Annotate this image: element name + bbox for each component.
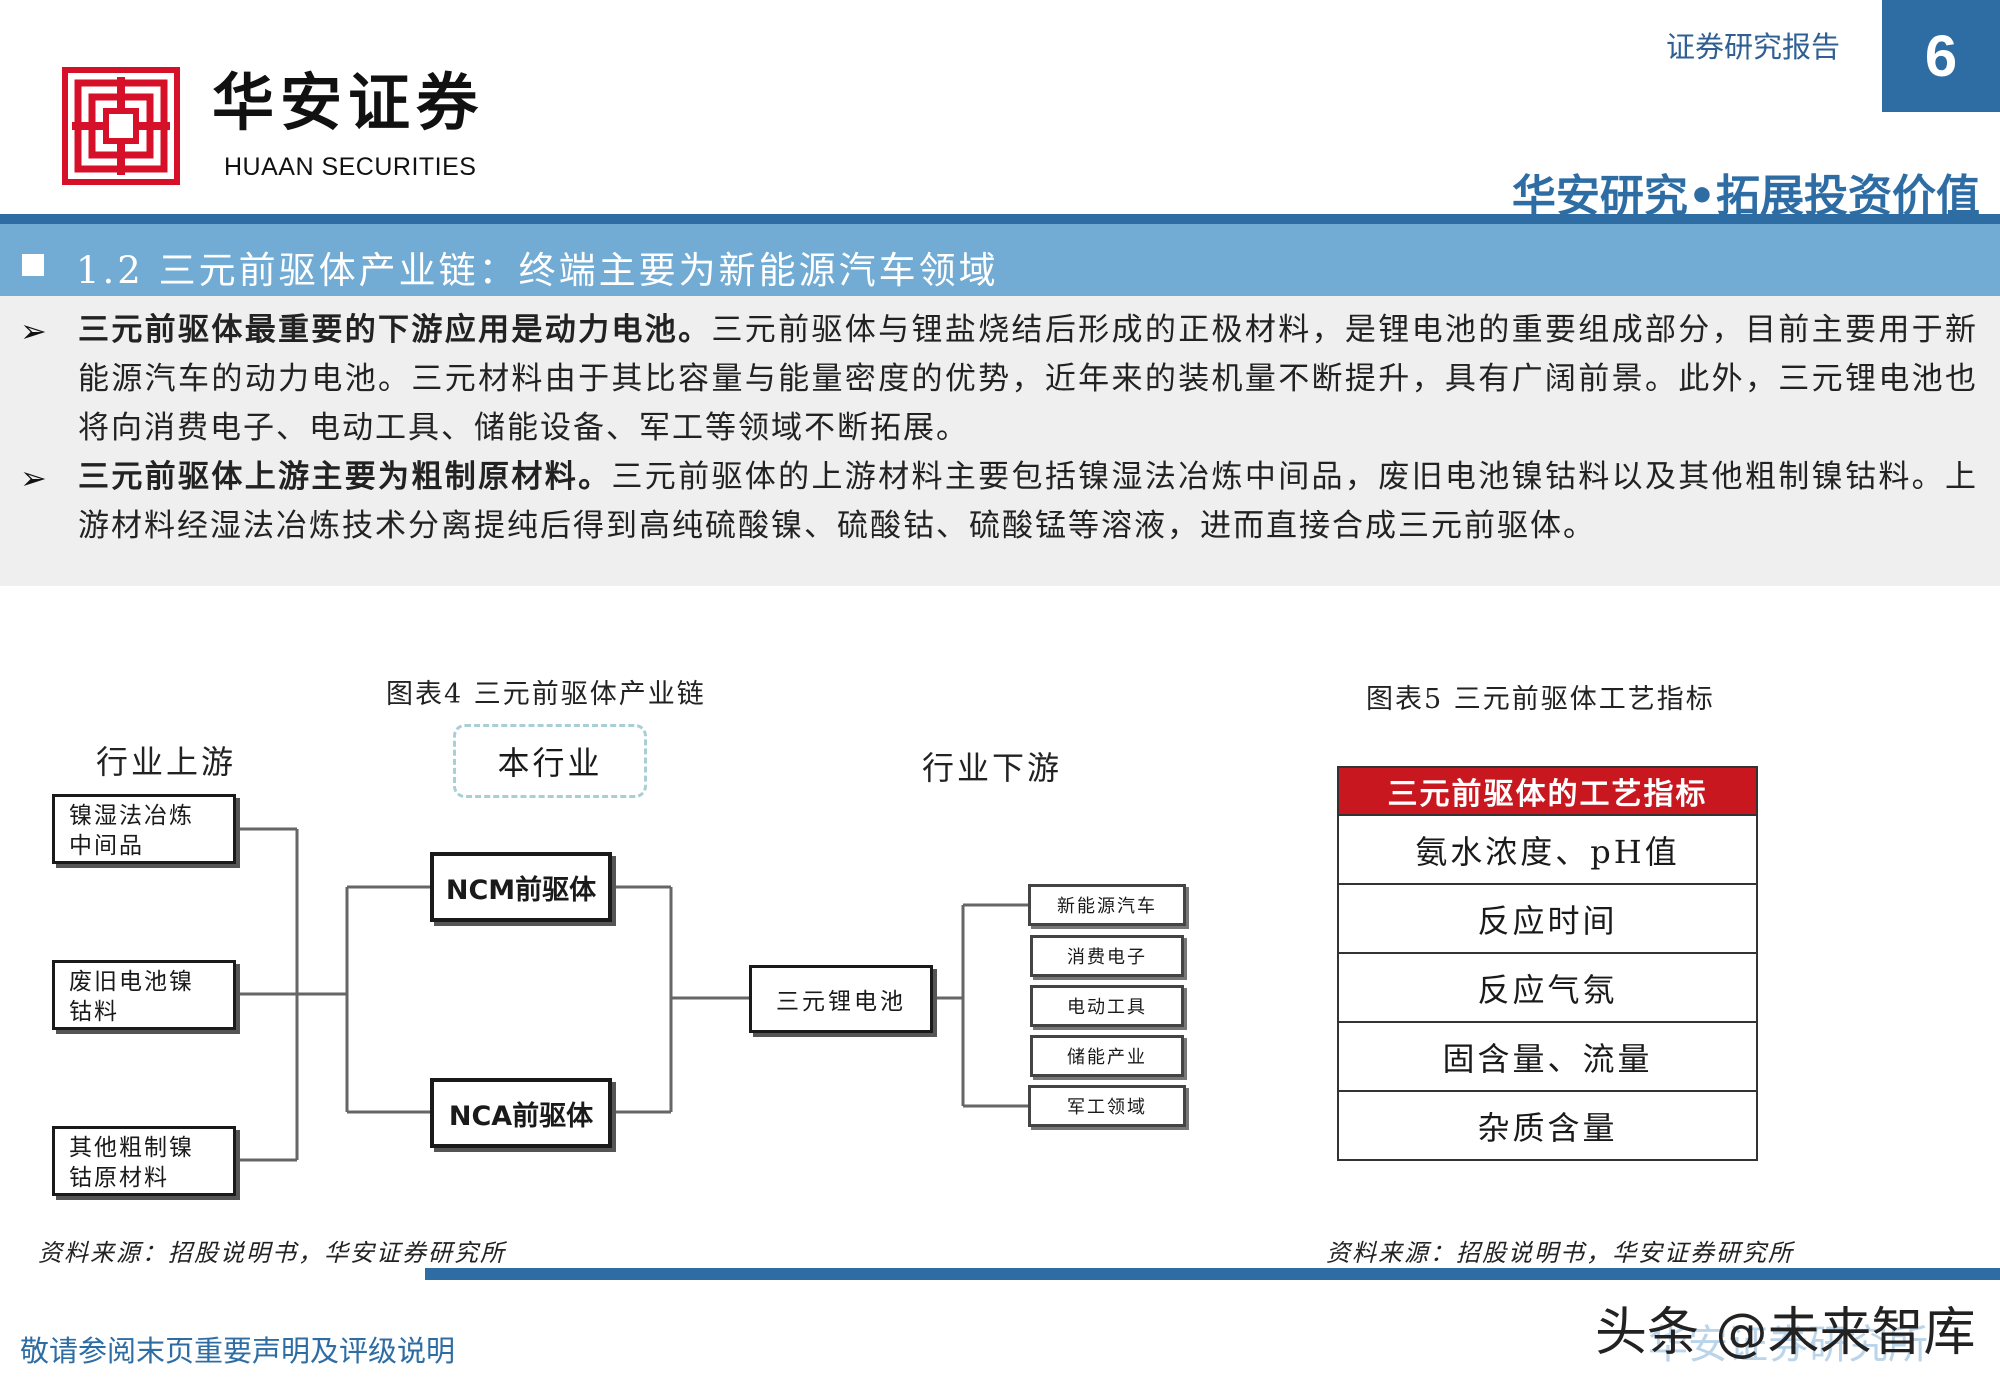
figure5-source: 资料来源：招股说明书，华安证券研究所 [1326, 1239, 1794, 1267]
upstream-box-line: 中间品 [69, 833, 144, 859]
footer-divider [425, 1268, 2000, 1280]
downstream-box-consumer-electronics: 消费电子 [1030, 935, 1184, 977]
watermark: 头条 @未来智库 [1595, 1303, 1976, 1363]
arrow-bullet-icon: ➢ [20, 459, 47, 497]
upstream-box-line: 其他粗制镍 [69, 1135, 194, 1161]
section-bullet-icon [22, 254, 44, 276]
disclaimer-link[interactable]: 敬请参阅末页重要声明及评级说明 [20, 1334, 456, 1368]
bullet-text: 三元前驱体的上游材料主要包括镍湿法冶炼中间品，废旧电池镍钴料以及其他粗制镍钴料。… [78, 459, 1979, 544]
table-row: 氨水浓度、pH值 [1339, 814, 1756, 883]
downstream-label: 行业下游 [922, 749, 1063, 787]
downstream-box-nev: 新能源汽车 [1028, 884, 1186, 926]
table-header: 三元前驱体的工艺指标 [1339, 768, 1756, 814]
bullet-heading: 三元前驱体上游主要为粗制原材料。 [78, 459, 612, 495]
upstream-box-crude-materials: 其他粗制镍钴原材料 [52, 1126, 236, 1196]
downstream-box-power-tools: 电动工具 [1030, 985, 1184, 1027]
downstream-box-energy-storage: 储能产业 [1030, 1035, 1184, 1077]
upstream-box-line: 钴料 [69, 999, 119, 1025]
summary-box [0, 296, 2000, 586]
upstream-box-recycled-battery: 废旧电池镍钴料 [52, 960, 236, 1030]
table-row: 反应时间 [1339, 883, 1756, 952]
upstream-box-line: 废旧电池镍 [69, 969, 194, 995]
section-title: 1.2 三元前驱体产业链：终端主要为新能源汽车领域 [76, 249, 999, 292]
upstream-box-nickel-intermediate: 镍湿法冶炼中间品 [52, 794, 236, 864]
upstream-label: 行业上游 [96, 743, 237, 781]
industry-label: 本行业 [453, 724, 647, 798]
ncm-precursor-box: NCM前驱体 [430, 852, 612, 922]
report-type: 证券研究报告 [1665, 30, 1840, 64]
header-divider [0, 214, 2000, 224]
page-number: 6 [1882, 0, 2000, 112]
downstream-box-military: 军工领域 [1028, 1085, 1186, 1127]
bullet-text: 三元前驱体与锂盐烧结后形成的正极材料，是锂电池的重要组成部分，目前主要用于新能源… [78, 312, 1979, 446]
figure5-title: 图表5 三元前驱体工艺指标 [1366, 684, 1715, 715]
ternary-battery-box: 三元锂电池 [749, 965, 933, 1033]
table-row: 反应气氛 [1339, 952, 1756, 1021]
table-row: 固含量、流量 [1339, 1021, 1756, 1090]
logo-text-en: HUAAN SECURITIES [224, 153, 477, 181]
bullet-paragraph: 三元前驱体上游主要为粗制原材料。三元前驱体的上游材料主要包括镍湿法冶炼中间品，废… [78, 453, 1978, 551]
logo-icon [60, 65, 182, 187]
section-bar [0, 224, 2000, 296]
table-row: 杂质含量 [1339, 1090, 1756, 1159]
process-indicator-table: 三元前驱体的工艺指标 氨水浓度、pH值 反应时间 反应气氛 固含量、流量 杂质含… [1337, 766, 1758, 1161]
bullet-heading: 三元前驱体最重要的下游应用是动力电池。 [78, 312, 712, 348]
bullet-paragraph: 三元前驱体最重要的下游应用是动力电池。三元前驱体与锂盐烧结后形成的正极材料，是锂… [78, 306, 1978, 453]
upstream-box-line: 镍湿法冶炼 [69, 803, 194, 829]
arrow-bullet-icon: ➢ [20, 312, 47, 350]
slogan: 华安研究•拓展投资价值 [1511, 171, 1980, 222]
upstream-box-line: 钴原材料 [69, 1165, 169, 1191]
nca-precursor-box: NCA前驱体 [430, 1078, 612, 1148]
figure4-title: 图表4 三元前驱体产业链 [386, 679, 706, 710]
figure4-source: 资料来源：招股说明书，华安证券研究所 [38, 1239, 506, 1267]
logo-text-cn: 华安证券 [212, 66, 485, 139]
watermark-underlay: 华安证券研究所 [1648, 1322, 1928, 1368]
